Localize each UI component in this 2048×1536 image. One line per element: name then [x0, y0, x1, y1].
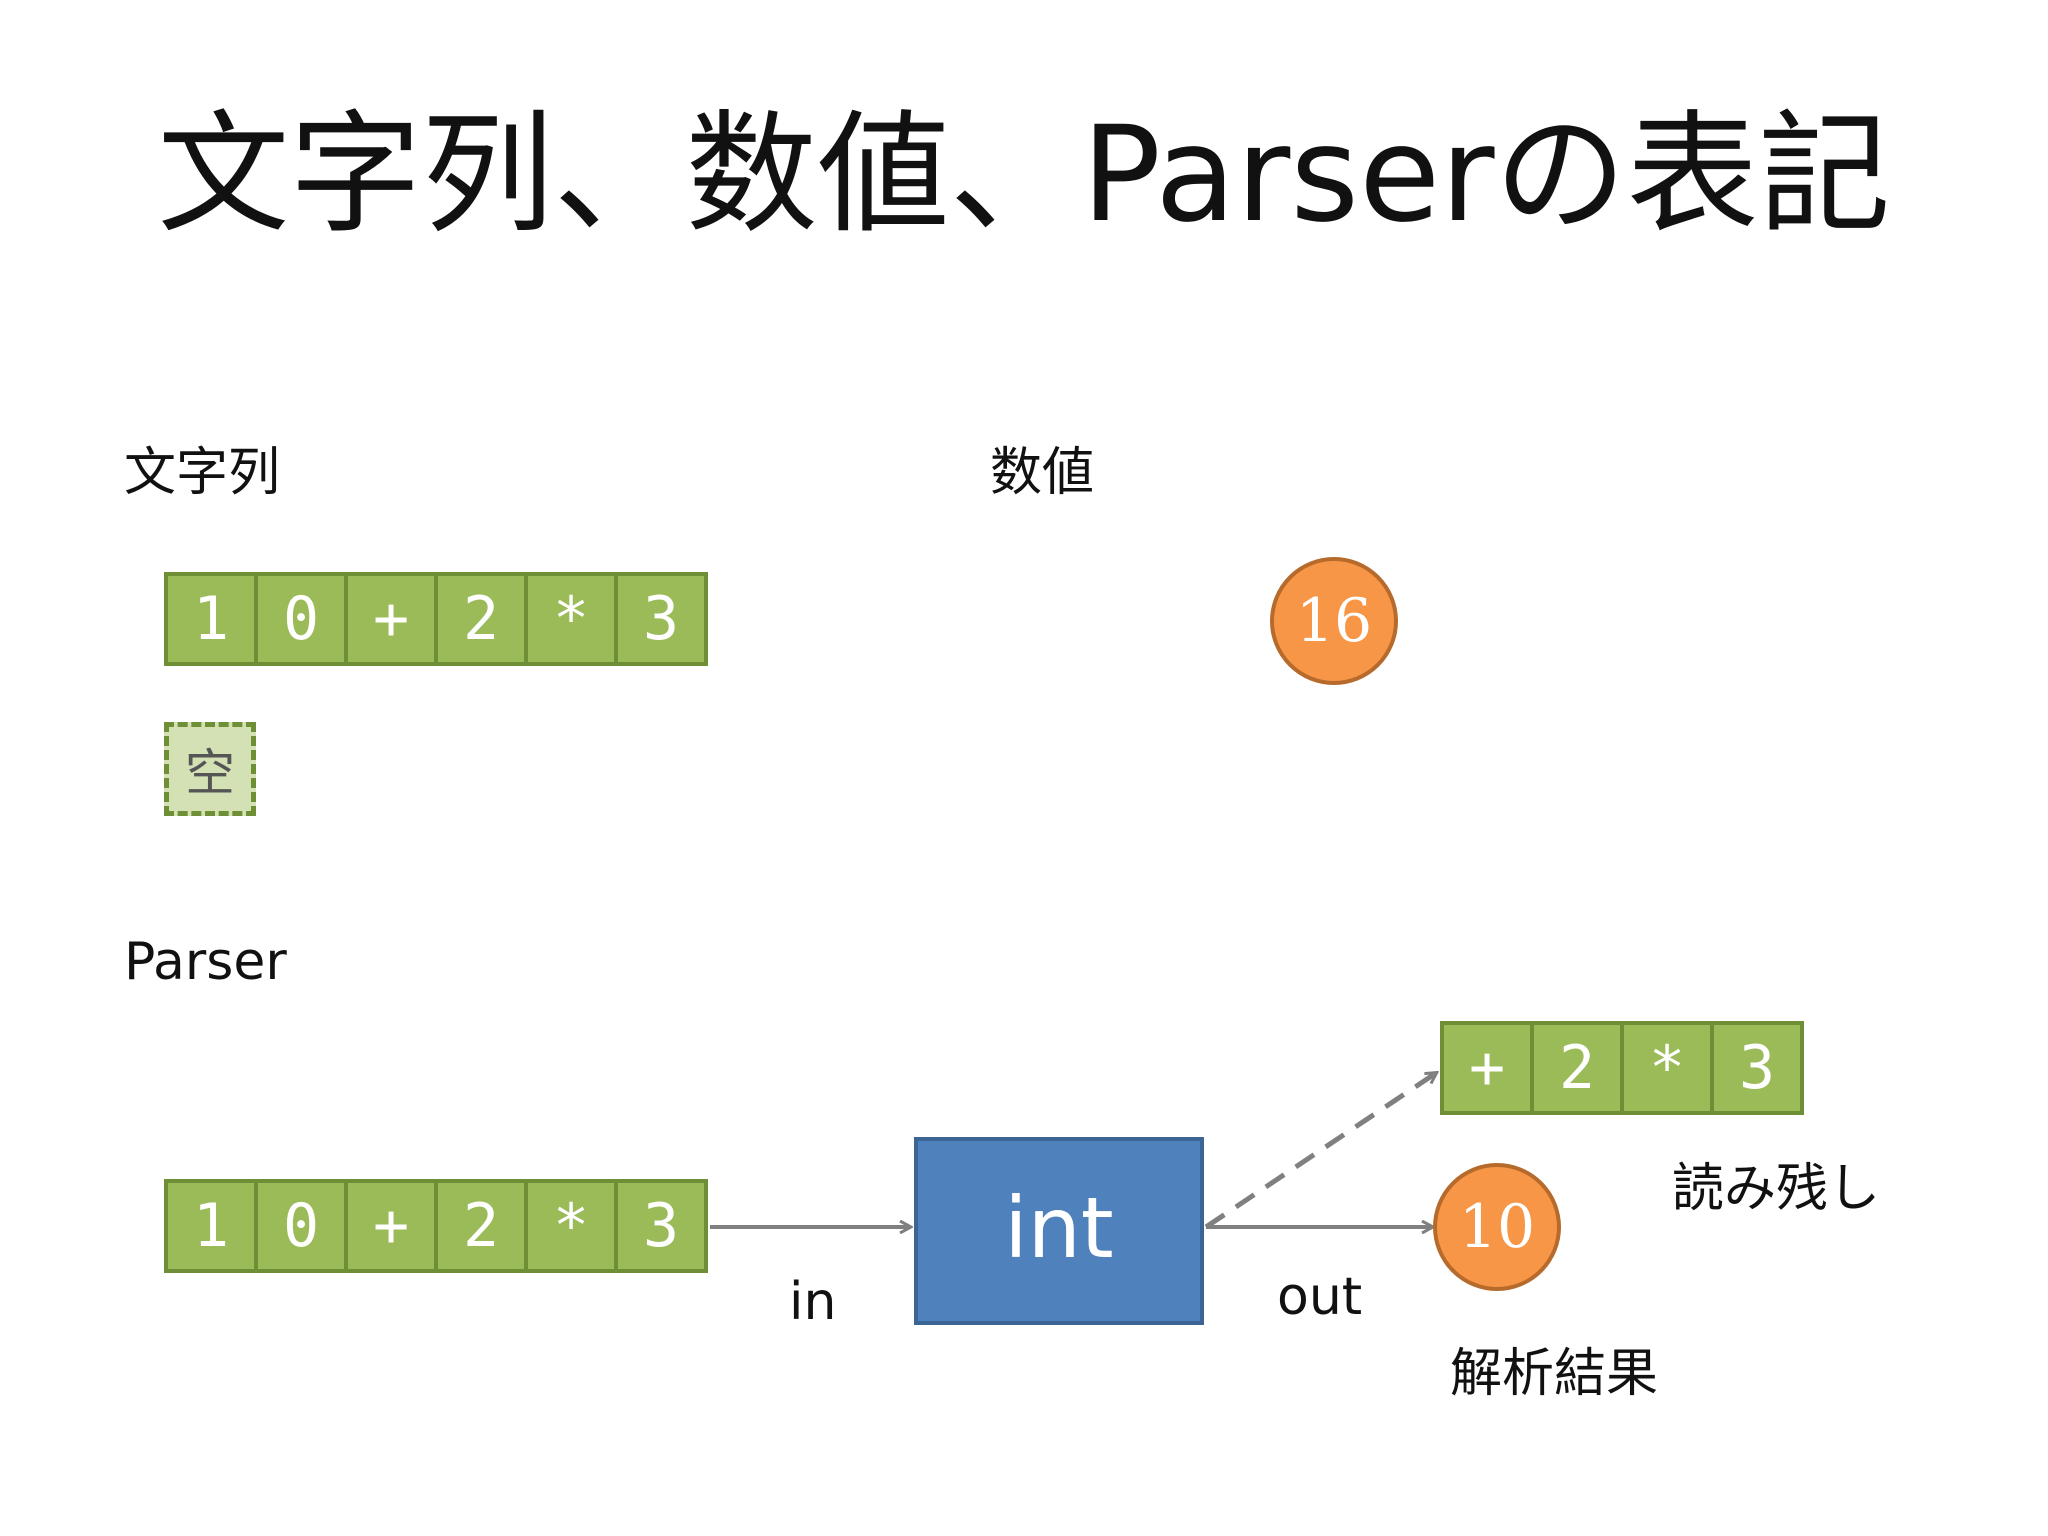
number-section-label: 数値	[990, 443, 1095, 503]
remaining-cell: 2	[1534, 1025, 1620, 1111]
result-label: 解析結果	[1450, 1344, 1659, 1404]
in-label: in	[789, 1272, 837, 1332]
out-label: out	[1277, 1267, 1363, 1327]
remaining-cell: 3	[1714, 1025, 1800, 1111]
parser-section-label: Parser	[124, 932, 287, 992]
int-parser-box: int	[914, 1137, 1204, 1325]
string-example-strip: 1 0 + 2 * 3	[164, 572, 708, 666]
remaining-label: 読み残し	[1672, 1159, 1881, 1219]
input-cell: 2	[438, 1183, 524, 1269]
string-cell: 3	[618, 576, 704, 662]
string-cell: +	[348, 576, 434, 662]
input-cell: 3	[618, 1183, 704, 1269]
string-cell: 0	[258, 576, 344, 662]
remaining-cell: *	[1624, 1025, 1710, 1111]
remaining-strip: + 2 * 3	[1440, 1021, 1804, 1115]
string-cell: 1	[168, 576, 254, 662]
input-cell: *	[528, 1183, 614, 1269]
slide-title: 文字列、数値、Parserの表記	[157, 98, 1891, 252]
remaining-arrow	[1204, 1073, 1436, 1230]
string-cell: *	[528, 576, 614, 662]
input-cell: 0	[258, 1183, 344, 1269]
string-cell: 2	[438, 576, 524, 662]
number-example-circle: 16	[1270, 557, 1398, 685]
parser-input-strip: 1 0 + 2 * 3	[164, 1179, 708, 1273]
remaining-cell: +	[1444, 1025, 1530, 1111]
result-circle: 10	[1433, 1163, 1561, 1291]
string-section-label: 文字列	[124, 443, 281, 503]
empty-string-cell: 空	[164, 722, 256, 816]
input-cell: 1	[168, 1183, 254, 1269]
input-cell: +	[348, 1183, 434, 1269]
